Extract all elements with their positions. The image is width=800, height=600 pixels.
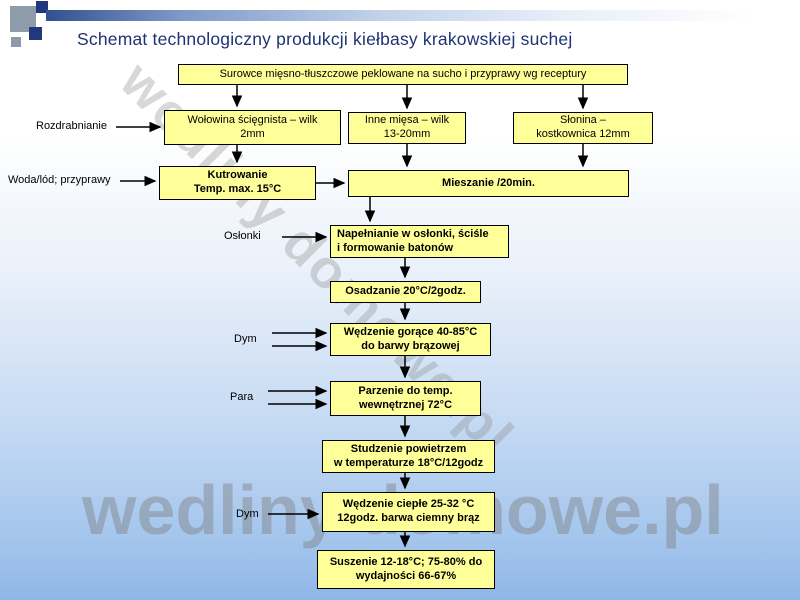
flow-box-suszenie: Suszenie 12-18°C; 75-80% do wydajności 6…	[317, 550, 495, 589]
side-label-rozdrabnianie: Rozdrabnianie	[36, 120, 107, 132]
deco-gradient-bar	[46, 10, 794, 21]
flow-box-kutrowanie: Kutrowanie Temp. max. 15°C	[159, 166, 316, 200]
side-label-dym-cieple: Dym	[236, 508, 259, 520]
side-label-woda: Woda/lód; przyprawy	[8, 174, 111, 186]
side-label-para: Para	[230, 391, 254, 403]
flow-box-napelnianie: Napełnianie w osłonki, ściśle i formowan…	[330, 225, 509, 258]
page-title: Schemat technologiczny produkcji kiełbas…	[77, 29, 573, 49]
flow-box-wedzenie-gorace: Wędzenie gorące 40-85°C do barwy brązowe…	[330, 323, 491, 356]
side-label-dym-gorace: Dym	[234, 333, 257, 345]
flow-box-wedzenie-cieple: Wędzenie ciepłe 25-32 °C 12godz. barwa c…	[322, 492, 495, 532]
side-label-oslonki: Osłonki	[224, 230, 261, 242]
flow-box-surowce: Surowce mięsno-tłuszczowe peklowane na s…	[178, 64, 628, 85]
flow-box-inne-miesa: Inne mięsa – wilk 13-20mm	[348, 112, 466, 144]
flow-box-studzenie: Studzenie powietrzem w temperaturze 18°C…	[322, 440, 495, 473]
flow-box-mieszanie: Mieszanie /20min.	[348, 170, 629, 197]
flow-arrow-lines	[116, 85, 589, 548]
deco-square	[36, 1, 48, 13]
deco-square	[29, 27, 42, 40]
flow-box-parzenie: Parzenie do temp. wewnętrznej 72°C	[330, 381, 481, 416]
flow-box-osadzanie: Osadzanie 20°C/2godz.	[330, 281, 481, 303]
deco-square	[11, 37, 21, 47]
flow-box-slonina: Słonina – kostkownica 12mm	[513, 112, 653, 144]
flow-box-wolowina: Wołowina ścięgnista – wilk 2mm	[164, 110, 341, 145]
